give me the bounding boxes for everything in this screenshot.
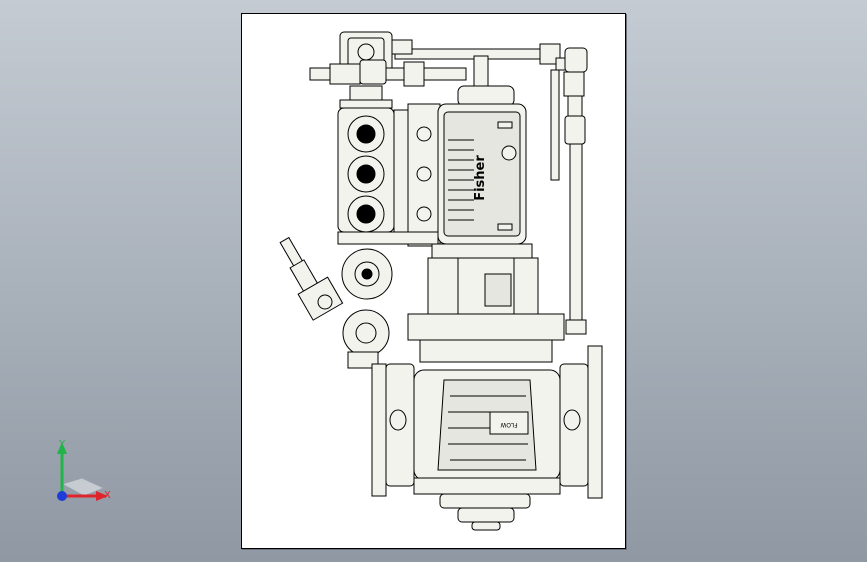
actuator-housing	[431, 85, 533, 259]
top-tubing	[394, 43, 588, 335]
solenoid-manifold	[337, 103, 441, 247]
triad-plane	[60, 477, 106, 497]
flow-label: FLOW	[500, 421, 517, 428]
x-axis-label: X	[104, 490, 111, 501]
instrument-block	[309, 31, 467, 109]
yoke	[407, 257, 565, 363]
y-axis-label: Y	[58, 439, 66, 450]
reference-triad: Y X	[57, 439, 111, 501]
side-fittings	[279, 236, 393, 369]
valve-body	[371, 345, 603, 531]
brand-mark: Fisher	[473, 155, 488, 201]
